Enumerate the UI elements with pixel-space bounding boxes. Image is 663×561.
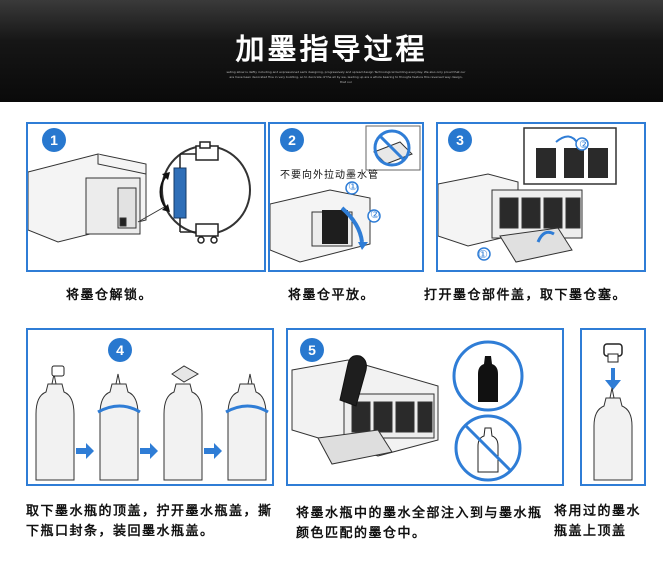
step-number-badge: 1	[42, 128, 66, 152]
mark-1: ①	[478, 248, 489, 261]
step-2-panel: 2 不要向外拉动墨水管 ① ②	[268, 122, 424, 272]
step-6-panel	[580, 328, 646, 486]
step-4-illustration	[35, 365, 269, 481]
step-1-illustration	[28, 141, 251, 244]
step-number-badge: 5	[300, 338, 324, 362]
warning-note: 不要向外拉动墨水管	[280, 170, 379, 181]
mark-2: ②	[370, 208, 381, 221]
step-6-illustration	[593, 343, 633, 481]
mark-1: ①	[348, 180, 359, 193]
step-3-illustration	[438, 127, 617, 263]
step-1-panel: 1	[26, 122, 266, 272]
step-5-caption: 将墨水瓶中的墨水全部注入到与墨水瓶颜色匹配的墨仓中。	[296, 506, 543, 541]
step-3-caption: 打开墨仓部件盖，取下墨仓塞。	[424, 288, 628, 303]
step-2-illustration	[270, 125, 421, 263]
step-4-caption: 取下墨水瓶的顶盖，拧开墨水瓶盖，撕下瓶口封条，装回墨水瓶盖。	[26, 504, 273, 539]
step-5-panel: 5	[286, 328, 564, 486]
step-number-badge: 2	[280, 128, 304, 152]
header-banner: 加墨指导过程 seting allow is deflly including …	[0, 0, 663, 102]
step-3-panel: 3 ② ①	[436, 122, 646, 272]
mark-2: ②	[579, 138, 590, 151]
page-title: 加墨指导过程	[235, 32, 428, 66]
step-number-badge: 4	[108, 338, 132, 362]
step-2-caption: 将墨仓平放。	[288, 288, 376, 303]
step-number-badge: 3	[448, 128, 472, 152]
header-subtitle: seting allow is deflly including and exp…	[226, 70, 466, 84]
step-1-caption: 将墨仓解锁。	[66, 288, 154, 303]
no-pull-icon	[365, 125, 421, 171]
step-5-illustration	[291, 340, 524, 482]
step-4-panel: 4	[26, 328, 274, 486]
step-6-caption: 将用过的墨水瓶盖上顶盖	[554, 504, 642, 539]
